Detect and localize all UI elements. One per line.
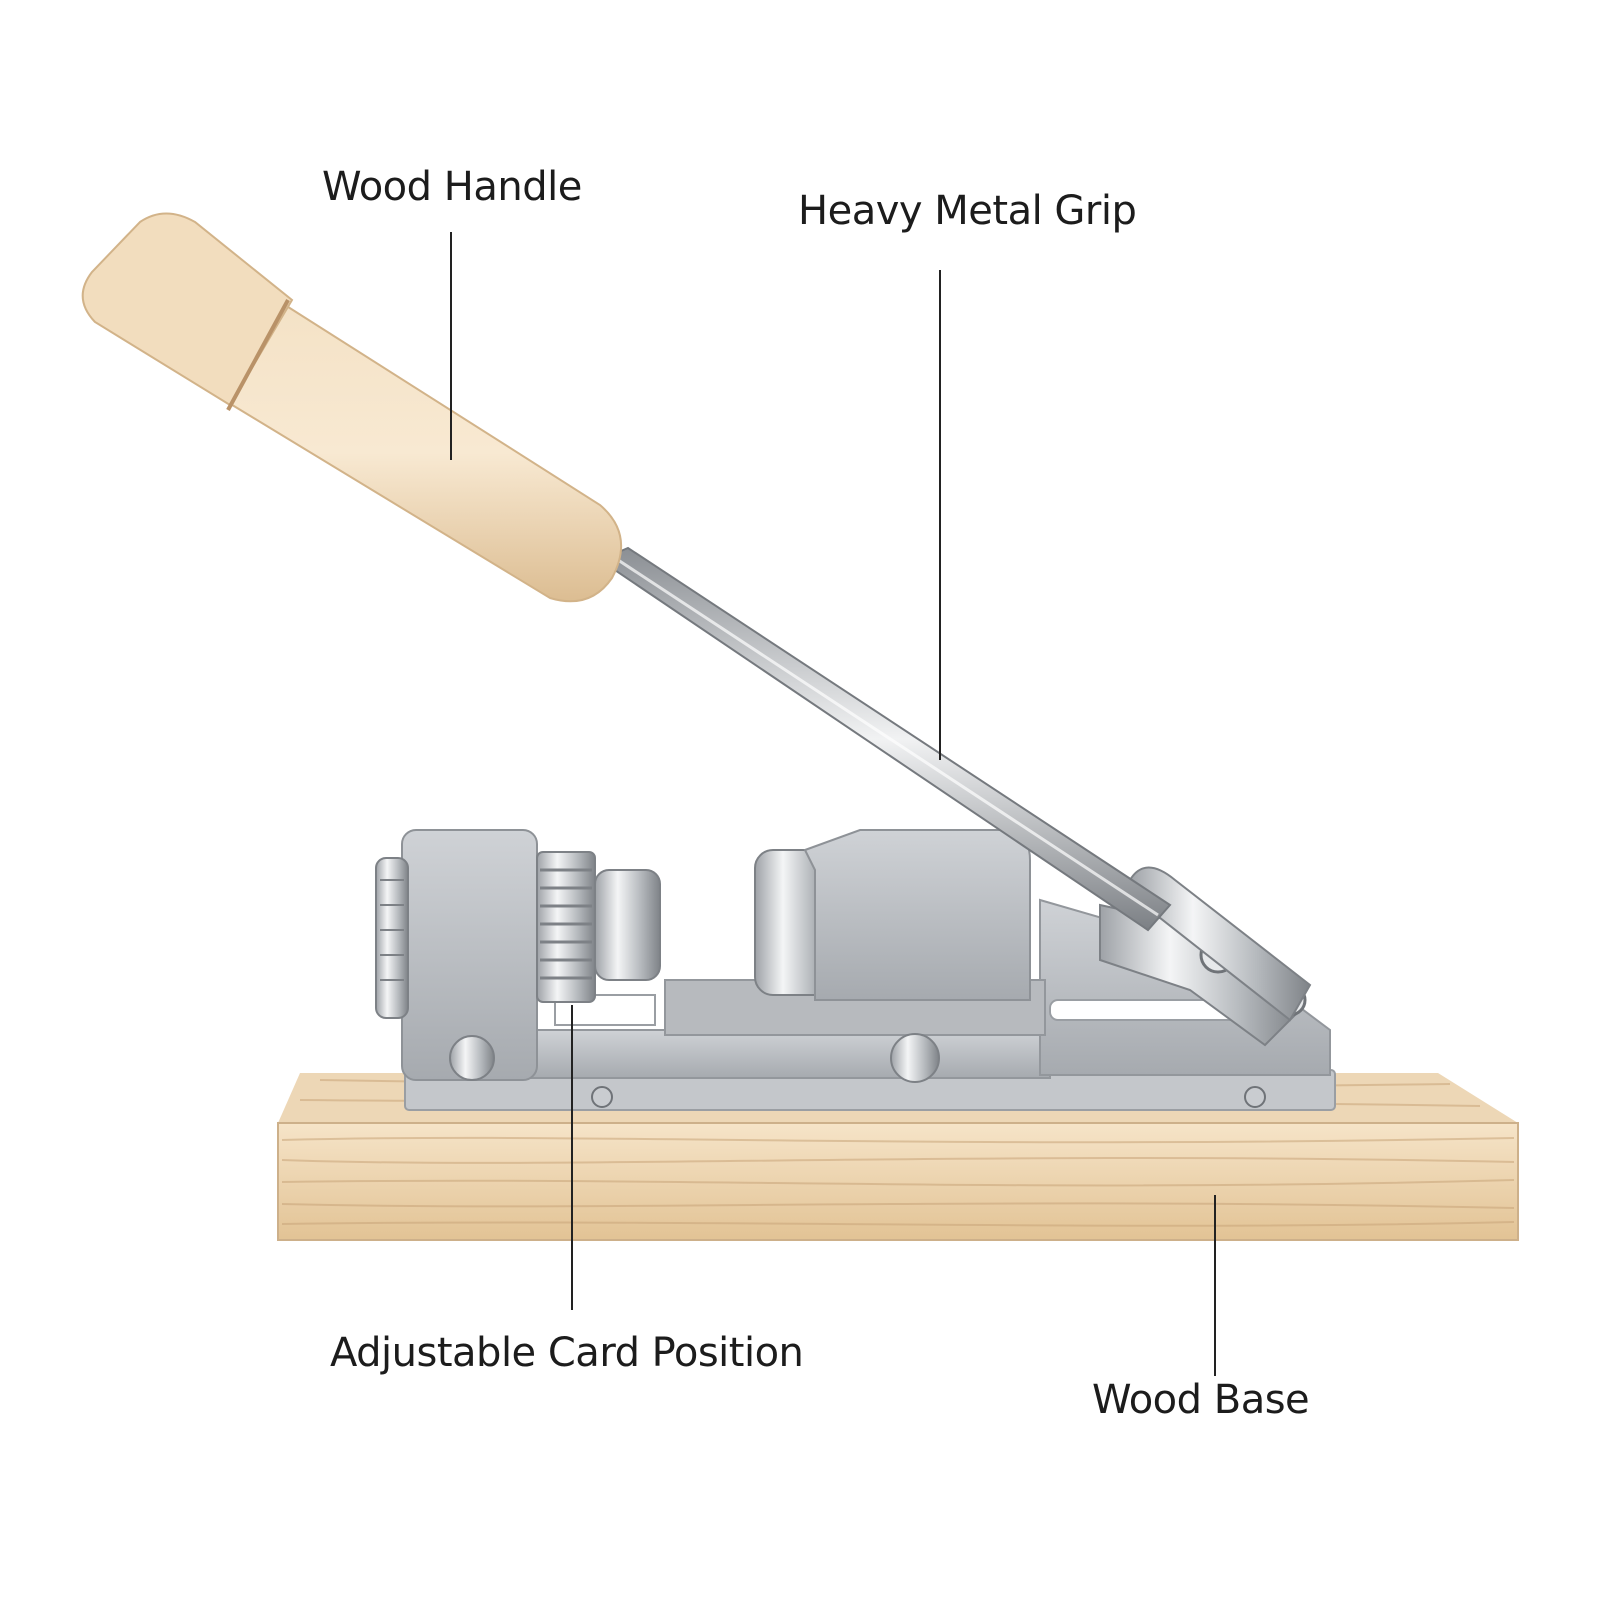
lever-hook <box>1128 866 1312 1022</box>
screw-right <box>1244 1086 1266 1108</box>
screw-left <box>591 1086 613 1108</box>
rivet-left <box>449 1035 495 1081</box>
left-thread <box>375 857 409 1019</box>
leader-lines <box>450 232 1216 1376</box>
label-wood-handle: Wood Handle <box>322 164 582 210</box>
label-heavy-metal-grip: Heavy Metal Grip <box>798 188 1137 234</box>
metal-body <box>375 829 1336 1111</box>
wood-handle <box>81 212 623 603</box>
wood-base-outline <box>277 1122 1519 1241</box>
label-wood-base: Wood Base <box>1092 1377 1310 1423</box>
pusher-housing <box>803 829 1031 1001</box>
rivet-center <box>890 1033 940 1083</box>
adjustment-screw <box>536 851 661 1003</box>
label-adjustable-card-position: Adjustable Card Position <box>330 1330 804 1376</box>
handle-grip <box>222 303 623 603</box>
handle-joint <box>226 299 290 411</box>
